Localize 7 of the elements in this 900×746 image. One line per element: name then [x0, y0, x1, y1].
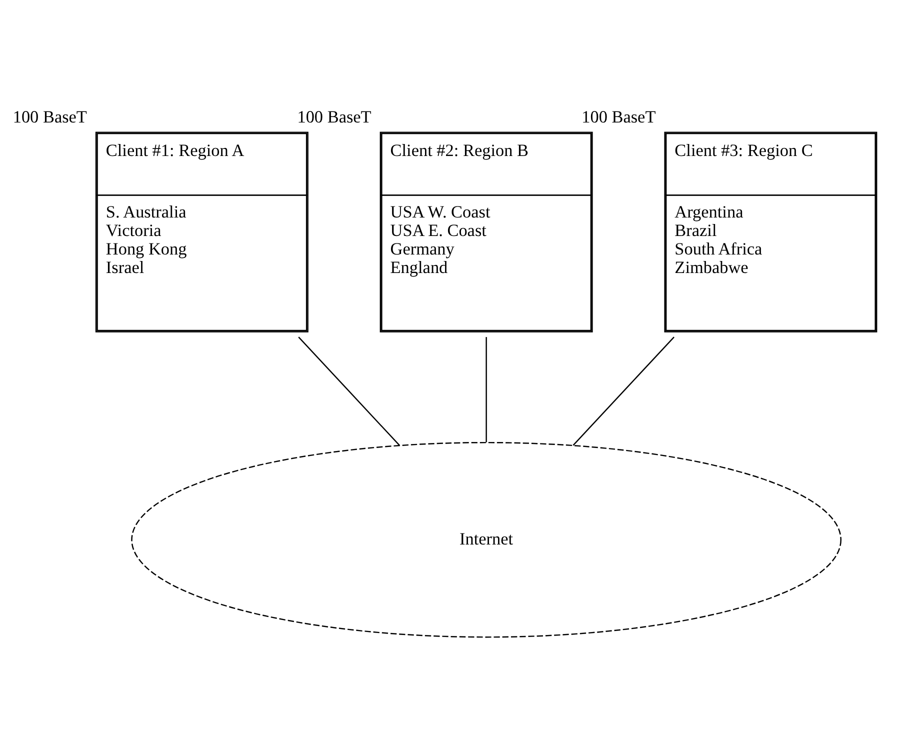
connector: [572, 336, 674, 446]
node-label: 100 BaseT: [297, 108, 372, 127]
node-label: 100 BaseT: [582, 108, 656, 127]
connector: [298, 336, 400, 446]
node-label: 100 BaseT: [12, 108, 87, 127]
node-ellipse: Internet: [131, 442, 842, 638]
connector: [486, 337, 487, 442]
